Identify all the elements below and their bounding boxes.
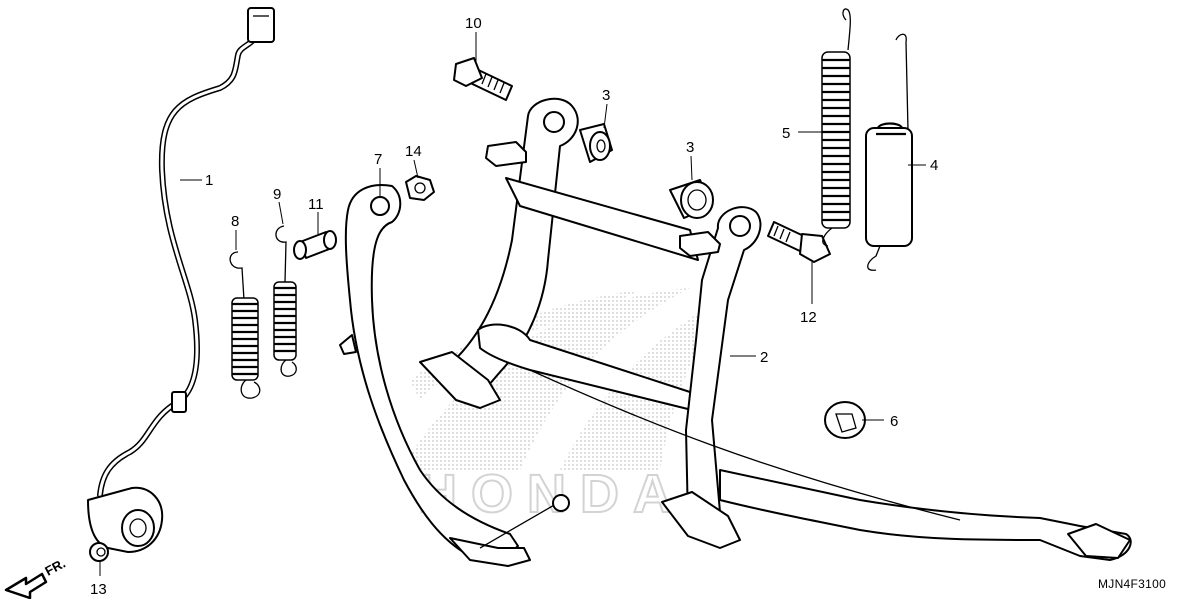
bolt-part-11 bbox=[293, 230, 337, 260]
callout-8: 8 bbox=[231, 213, 239, 230]
callout-7: 7 bbox=[374, 151, 382, 168]
callout-13: 13 bbox=[90, 581, 107, 598]
callout-5: 5 bbox=[782, 125, 790, 142]
callout-3-lower: 3 bbox=[686, 139, 694, 156]
cap-part-6 bbox=[824, 401, 866, 439]
callout-12: 12 bbox=[800, 309, 817, 326]
spring-part-9 bbox=[273, 225, 297, 377]
collar-part-3-lower bbox=[669, 179, 714, 219]
callout-10: 10 bbox=[465, 15, 482, 32]
spring-part-4 bbox=[865, 33, 913, 271]
callout-9: 9 bbox=[273, 186, 281, 203]
leader-lines bbox=[99, 32, 926, 576]
diagram-code: MJN4F3100 bbox=[1098, 577, 1166, 591]
main-stand-part-2 bbox=[419, 97, 1132, 561]
callout-labels: 1 2 3 3 4 5 6 7 8 9 10 11 12 13 14 bbox=[90, 15, 938, 598]
spring-part-5 bbox=[821, 8, 851, 247]
collar-part-3-upper bbox=[579, 123, 613, 163]
spring-part-8 bbox=[229, 251, 261, 399]
callout-1: 1 bbox=[205, 172, 213, 189]
bolt-part-12 bbox=[767, 221, 831, 263]
callout-3-upper: 3 bbox=[602, 87, 610, 104]
callout-4: 4 bbox=[930, 157, 938, 174]
callout-14: 14 bbox=[405, 143, 422, 160]
bolt-part-10 bbox=[453, 57, 513, 101]
screw-part-13 bbox=[89, 542, 109, 562]
stand-arm-part-7 bbox=[339, 184, 570, 567]
direction-label: FR. bbox=[42, 556, 68, 579]
callout-11: 11 bbox=[308, 196, 324, 213]
callout-6: 6 bbox=[890, 413, 898, 430]
callout-2: 2 bbox=[760, 349, 768, 366]
wire-clip bbox=[171, 391, 187, 413]
connector-plug bbox=[247, 7, 275, 43]
nut-part-14 bbox=[405, 175, 435, 201]
wire-harness-part-1 bbox=[87, 7, 275, 553]
front-direction-arrow: FR. bbox=[4, 556, 68, 600]
